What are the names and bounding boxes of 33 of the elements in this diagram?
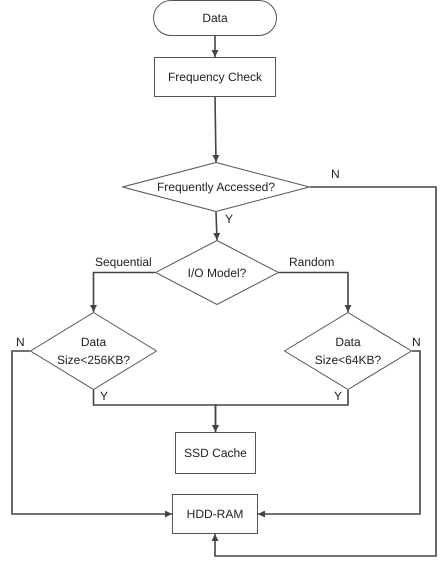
node-text: HDD-RAM [186,506,244,523]
arrow [212,186,437,557]
node-text: Data Size<64KB? [314,334,382,369]
node-text: I/O Model? [188,264,246,282]
arrow [11,350,172,518]
node-text: SSD Cache [184,445,247,462]
arrow [212,390,349,432]
decision-diamond [30,312,157,390]
arrow [212,96,220,162]
node-text: Data [202,10,228,27]
edge-label: Sequential [94,256,153,268]
arrow [212,36,218,57]
node-text: Frequently Accessed? [156,179,276,196]
node-text: Frequency Check [168,69,262,86]
process-box [172,494,258,534]
edge-label: N [330,168,341,180]
node-text: Data Size<256KB? [56,334,132,369]
edge-label: Y [224,213,234,225]
arrow [279,272,352,312]
arrow [258,350,421,518]
decision-diamond [284,312,412,390]
decision-diamond [122,162,310,212]
edge-label: N [15,336,26,348]
edge-label: N [411,336,422,348]
arrow [213,212,220,240]
process-box [154,57,276,97]
edge-label: Random [288,256,336,268]
decision-diamond [155,240,279,305]
process-box [175,432,256,474]
edge-label: Y [333,390,344,402]
arrow [90,272,155,312]
terminal-shape [153,0,277,36]
edge-label: Y [99,390,110,402]
